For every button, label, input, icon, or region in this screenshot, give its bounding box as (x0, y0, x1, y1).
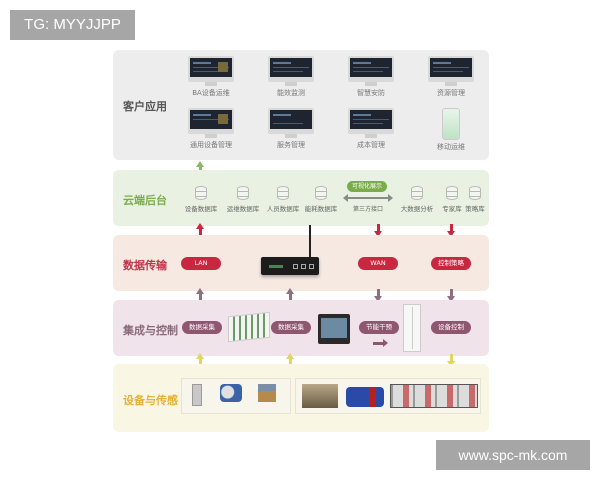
app-service-mgmt: 服务管理 (261, 108, 321, 150)
watermark-bottom: www.spc-mk.com (436, 440, 590, 470)
monitor-icon (348, 56, 394, 82)
third-party-api-label: 第三方接口 (352, 206, 383, 213)
app-label: 智慧安防 (357, 89, 385, 97)
layer-cloud-backend: 云端后台 设备数据库 运维数据库 人员数据库 能耗数据库 可视化展示 第三方接口… (113, 170, 489, 226)
equipment-group (295, 378, 481, 414)
arrow-down-icon (374, 224, 382, 237)
app-label: 成本管理 (357, 141, 385, 149)
db-expert: 专家库 (430, 186, 474, 213)
antenna (309, 225, 311, 257)
router-icon (261, 257, 319, 275)
monitor-icon (188, 108, 234, 134)
db-label: 能耗数据库 (304, 205, 338, 213)
layer-title-control: 集成与控制 (123, 324, 178, 337)
arrow-up-icon (196, 223, 204, 236)
double-arrow-icon (343, 194, 393, 202)
monitor-icon (428, 56, 474, 82)
db-label: 专家库 (442, 205, 462, 213)
arrow-up-icon (286, 288, 294, 301)
app-energy-monitor: 能效监测 (261, 56, 321, 98)
arrow-down-icon (447, 354, 455, 367)
db-device: 设备数据库 (179, 186, 223, 213)
app-resource-mgmt: 资源管理 (421, 56, 481, 98)
data-collect-pill: 数据采集 (182, 321, 222, 334)
monitor-icon (268, 56, 314, 82)
wan-pill: WAN (358, 257, 398, 270)
app-label: 能效监测 (277, 89, 305, 97)
app-cost-mgmt: 成本管理 (341, 108, 401, 150)
database-icon (411, 186, 423, 200)
energy-intervention-pill: 节能干预 (359, 321, 399, 334)
db-strategy: 策略库 (453, 186, 497, 213)
db-bigdata: 大数据分析 (395, 186, 439, 213)
app-label: BA设备运维 (192, 89, 230, 97)
database-icon (277, 186, 289, 200)
db-label: 人员数据库 (266, 205, 300, 213)
air-handler-icon (390, 384, 478, 408)
arrow-down-icon (447, 289, 455, 302)
arrow-up-icon (196, 288, 204, 301)
watermark-top: TG: MYYJJPP (10, 10, 135, 40)
pump-icon (346, 387, 384, 407)
app-label: 移动运维 (437, 143, 465, 151)
monitor-icon (268, 108, 314, 134)
database-icon (237, 186, 249, 200)
db-label: 大数据分析 (400, 205, 434, 213)
db-personnel: 人员数据库 (261, 186, 305, 213)
app-label: 资源管理 (437, 89, 465, 97)
app-general-device-mgmt: 通用设备管理 (181, 108, 241, 150)
layer-devices-sensors: 设备与传感 (113, 364, 489, 432)
monitor-icon (348, 108, 394, 134)
db-label: 运维数据库 (226, 205, 260, 213)
app-label: 服务管理 (277, 141, 305, 149)
app-smart-security: 智慧安防 (341, 56, 401, 98)
water-meter-icon (220, 384, 242, 402)
control-cabinet-icon (403, 304, 421, 352)
lan-pill: LAN (181, 257, 221, 270)
database-icon (195, 186, 207, 200)
electric-meter-icon (192, 384, 202, 406)
arrow-right-icon (373, 339, 388, 347)
monitor-icon (188, 56, 234, 82)
visualization-badge: 可视化展示 (347, 181, 387, 192)
app-ba-ops: BA设备运维 (181, 56, 241, 98)
arrow-down-icon (374, 289, 382, 302)
layer-title-transfer: 数据传输 (123, 259, 167, 272)
layer-title-cloud: 云端后台 (123, 194, 167, 207)
db-ops: 运维数据库 (221, 186, 265, 213)
db-energy: 能耗数据库 (299, 186, 343, 213)
control-strategy-pill: 控制策略 (431, 257, 471, 270)
heat-meter-icon (258, 384, 276, 402)
arrow-up-icon (286, 353, 294, 366)
data-collect-pill: 数据采集 (271, 321, 311, 334)
layer-client-apps: 客户应用 BA设备运维 能效监测 智慧安防 资源管理 通用设备管理 服务管理 成… (113, 50, 489, 160)
layer-integration-control: 集成与控制 数据采集 数据采集 节能干预 设备控制 (113, 300, 489, 356)
database-icon (469, 186, 481, 200)
meter-group (181, 378, 291, 414)
touch-panel-icon (318, 314, 350, 344)
app-mobile-ops: 移动运维 (421, 108, 481, 152)
din-rail-module-icon (228, 311, 270, 343)
database-icon (446, 186, 458, 200)
app-label: 通用设备管理 (190, 141, 232, 149)
arrow-down-icon (447, 224, 455, 237)
db-label: 策略库 (465, 205, 485, 213)
phone-icon (442, 108, 460, 140)
database-icon (315, 186, 327, 200)
db-label: 设备数据库 (184, 205, 218, 213)
device-control-pill: 设备控制 (431, 321, 471, 334)
arrow-up-icon (196, 353, 204, 366)
layer-data-transfer: 数据传输 LAN WAN 控制策略 (113, 225, 489, 291)
layer-title-devices: 设备与传感 (123, 394, 178, 407)
chiller-icon (302, 384, 338, 408)
layer-title-client: 客户应用 (123, 100, 167, 113)
